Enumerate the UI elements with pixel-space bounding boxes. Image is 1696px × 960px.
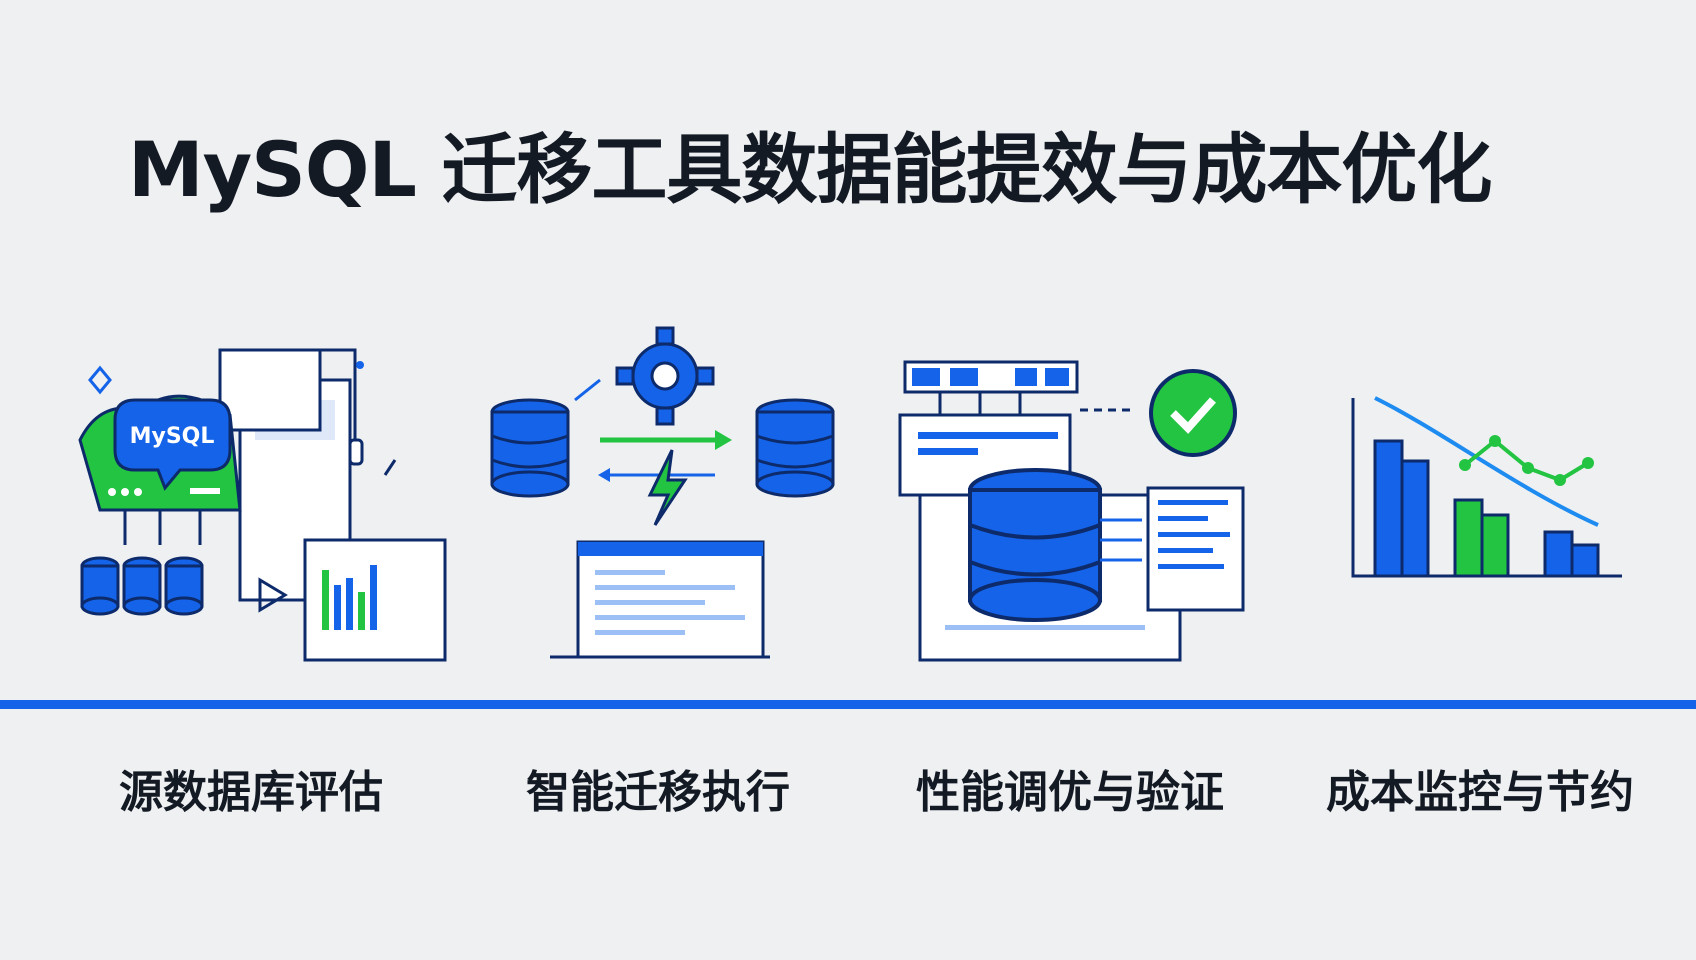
check-badge-icon: [1149, 369, 1237, 457]
page-title: MySQL 迁移工具数据能提效与成本优化: [128, 125, 1492, 214]
step-label-source-assessment: 源数据库评估: [119, 767, 383, 818]
step-label-migration-execution: 智能迁移执行: [526, 767, 790, 818]
step-label-cost-monitoring: 成本监控与节约: [1326, 767, 1634, 818]
migration-execution-illustration: [460, 320, 860, 680]
database-icon: [968, 468, 1102, 622]
source-database-icon: [490, 398, 570, 498]
database-assessment-illustration: MySQL: [70, 320, 470, 680]
mysql-badge: MySQL: [130, 424, 215, 449]
migration-execution-icon: [490, 326, 835, 659]
cost-monitoring-illustration: [1320, 320, 1696, 680]
timeline-divider: [0, 700, 1696, 709]
step-label-performance-validation: 性能调优与验证: [916, 767, 1224, 818]
performance-validation-icon: [898, 360, 1245, 662]
gear-icon: [615, 326, 715, 426]
cost-monitoring-chart-icon: [1351, 396, 1622, 578]
database-assessment-icon: MySQL: [78, 348, 447, 662]
target-database-icon: [755, 398, 835, 498]
performance-validation-illustration: [880, 320, 1280, 680]
